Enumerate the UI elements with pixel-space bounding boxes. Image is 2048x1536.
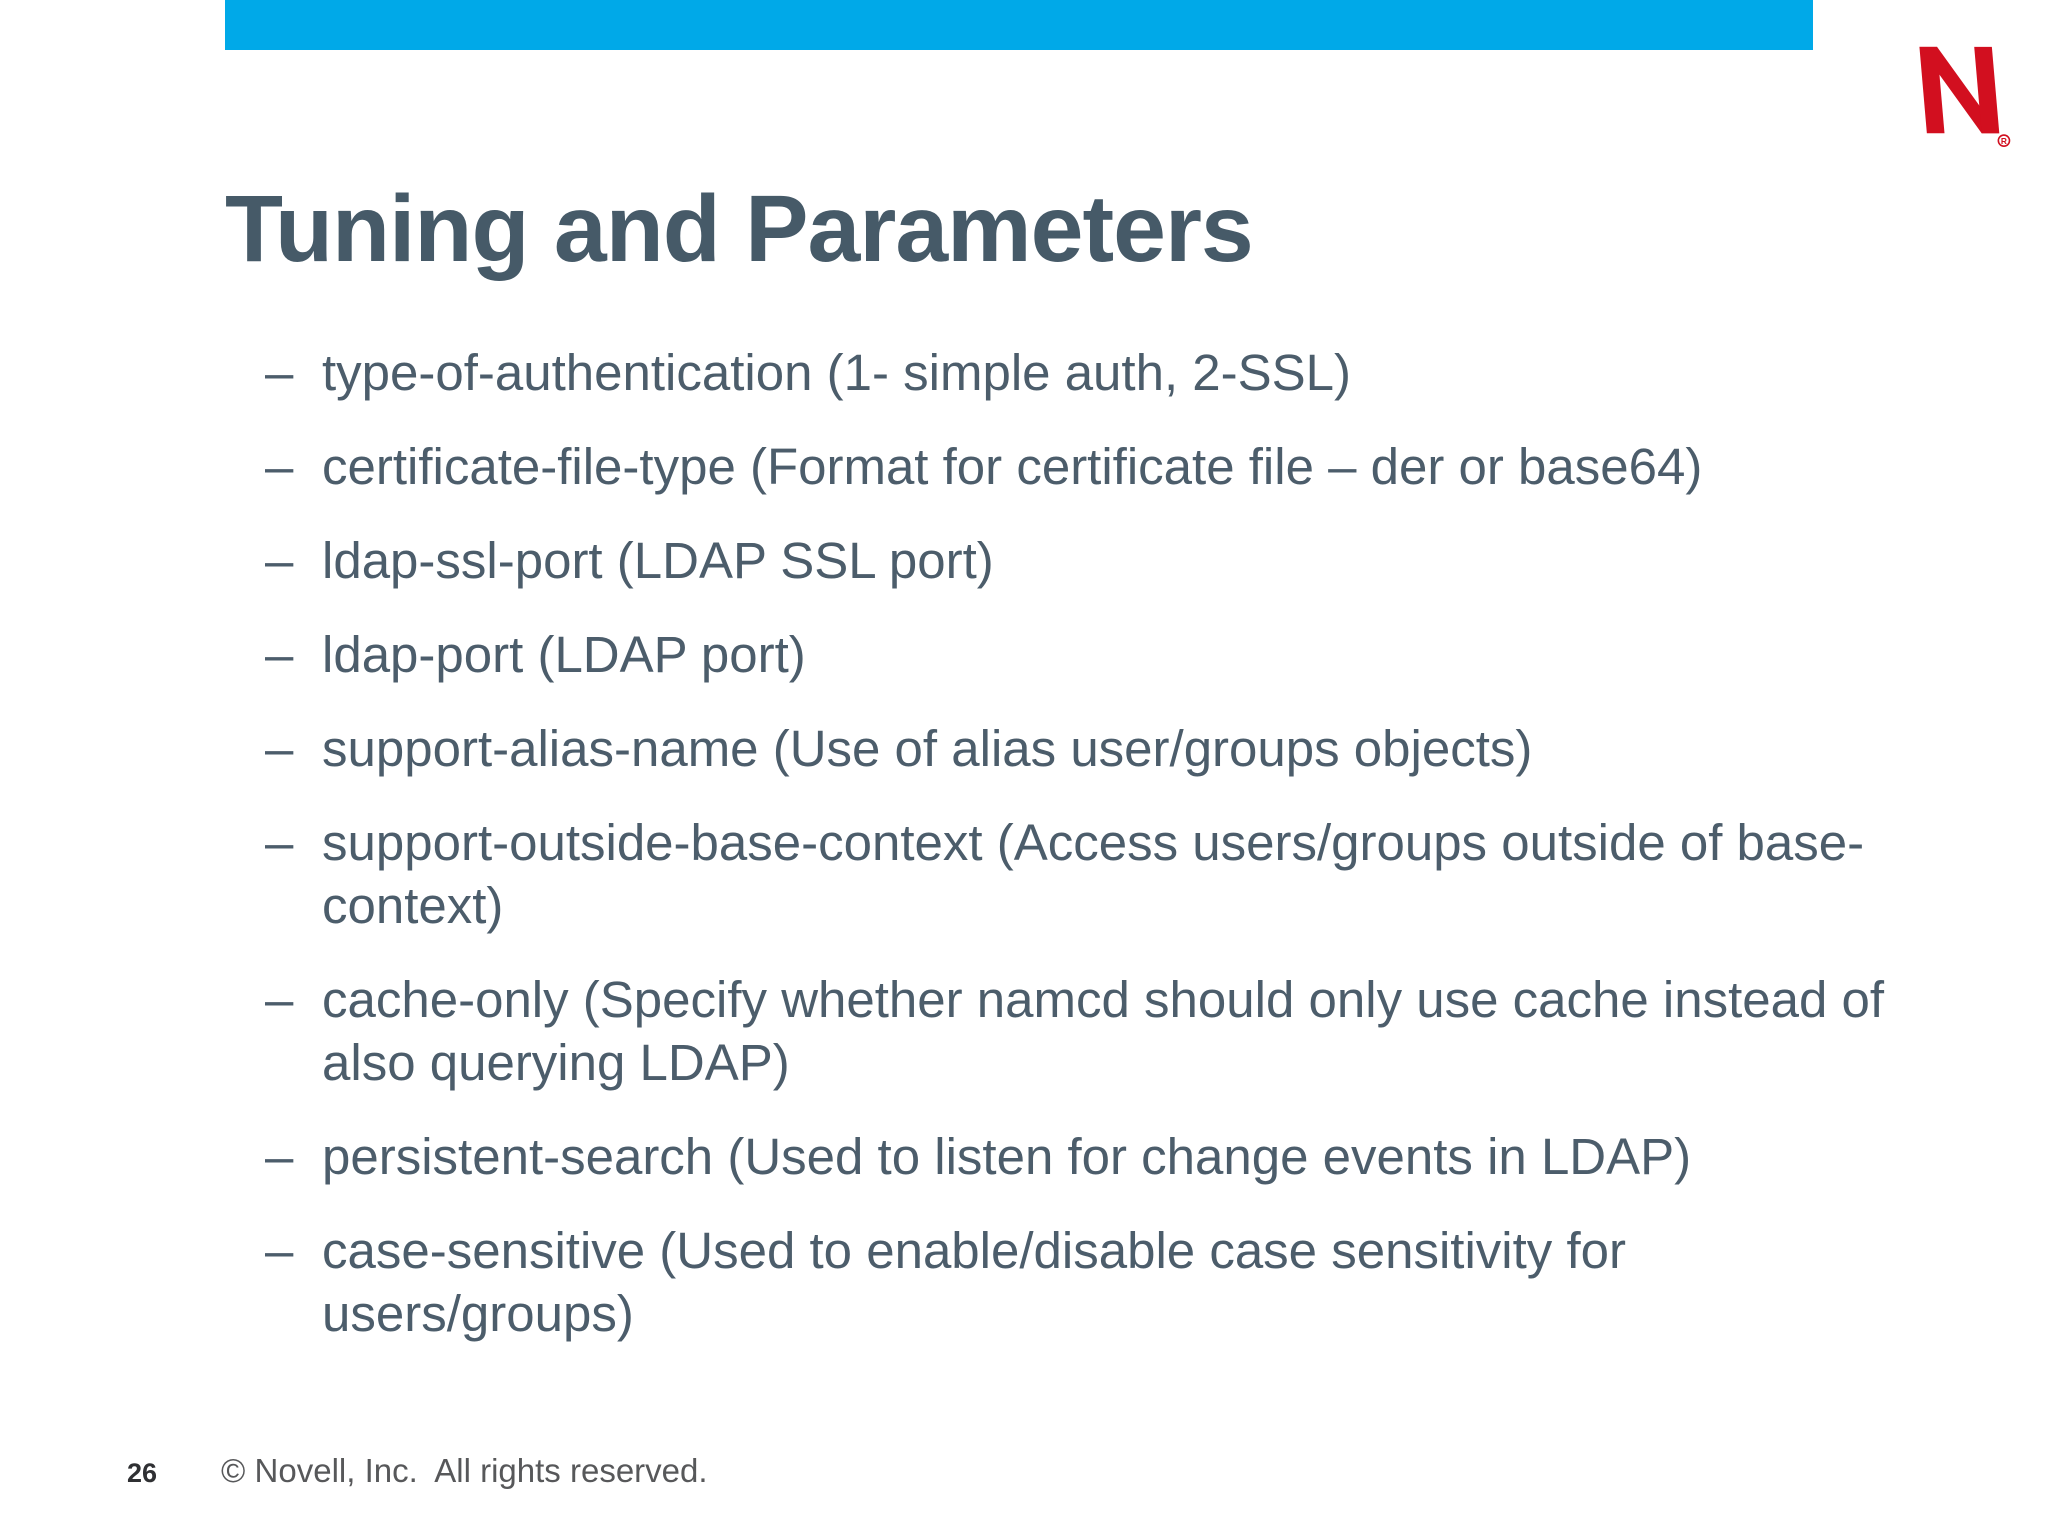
list-item: – persistent-search (Used to listen for … bbox=[265, 1125, 1912, 1188]
list-item-text: case-sensitive (Used to enable/disable c… bbox=[322, 1222, 1626, 1342]
list-item: – case-sensitive (Used to enable/disable… bbox=[265, 1219, 1912, 1345]
dash-bullet-icon: – bbox=[265, 1128, 294, 1185]
list-item-text: type-of-authentication (1- simple auth, … bbox=[322, 344, 1352, 401]
copyright-text: © Novell, Inc. All rights reserved. bbox=[221, 1452, 708, 1489]
novell-n-logo-icon: R bbox=[1919, 46, 2011, 148]
list-item-text: ldap-port (LDAP port) bbox=[322, 626, 806, 683]
list-item: – ldap-port (LDAP port) bbox=[265, 623, 1912, 686]
list-item-text: ldap-ssl-port (LDAP SSL port) bbox=[322, 532, 994, 589]
dash-bullet-icon: – bbox=[265, 438, 294, 495]
list-item: – type-of-authentication (1- simple auth… bbox=[265, 341, 1912, 404]
list-item-text: persistent-search (Used to listen for ch… bbox=[322, 1128, 1692, 1185]
parameter-list: – type-of-authentication (1- simple auth… bbox=[265, 341, 1912, 1376]
list-item: – support-outside-base-context (Access u… bbox=[265, 811, 1912, 937]
list-item: – cache-only (Specify whether namcd shou… bbox=[265, 968, 1912, 1094]
registered-trademark-icon: R bbox=[2001, 136, 2007, 146]
dash-bullet-icon: – bbox=[265, 344, 294, 401]
dash-bullet-icon: – bbox=[265, 626, 294, 683]
dash-bullet-icon: – bbox=[265, 720, 294, 777]
dash-bullet-icon: – bbox=[265, 814, 294, 871]
slide-footer: 26 © Novell, Inc. All rights reserved. bbox=[127, 1453, 708, 1496]
page-number: 26 bbox=[127, 1458, 158, 1488]
list-item-text: support-outside-base-context (Access use… bbox=[322, 814, 1865, 934]
page-title: Tuning and Parameters bbox=[225, 175, 1254, 282]
dash-bullet-icon: – bbox=[265, 971, 294, 1028]
list-item: – certificate-file-type (Format for cert… bbox=[265, 435, 1912, 498]
list-item: – support-alias-name (Use of alias user/… bbox=[265, 717, 1912, 780]
list-item-text: cache-only (Specify whether namcd should… bbox=[322, 971, 1885, 1091]
top-accent-bar bbox=[225, 0, 1813, 50]
list-item-text: support-alias-name (Use of alias user/gr… bbox=[322, 720, 1533, 777]
list-item-text: certificate-file-type (Format for certif… bbox=[322, 438, 1703, 495]
dash-bullet-icon: – bbox=[265, 532, 294, 589]
dash-bullet-icon: – bbox=[265, 1222, 294, 1279]
list-item: – ldap-ssl-port (LDAP SSL port) bbox=[265, 529, 1912, 592]
